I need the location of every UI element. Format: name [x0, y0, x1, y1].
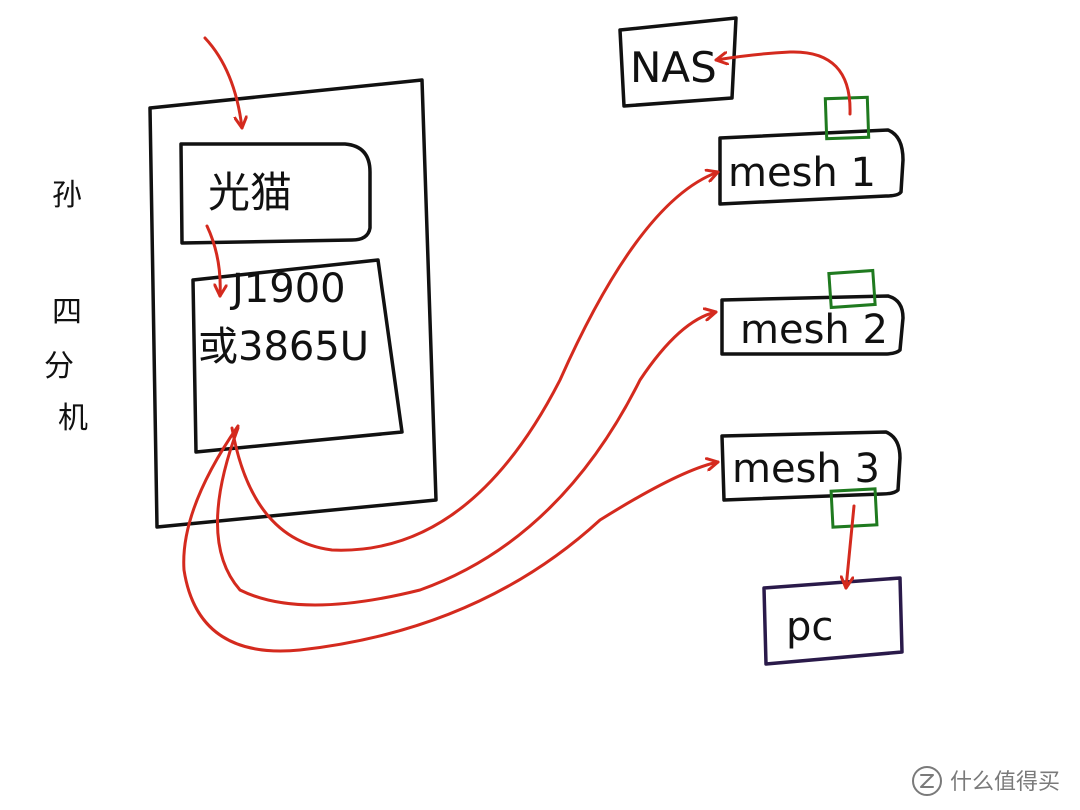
connection-arrows	[182, 36, 856, 653]
mesh2-port	[827, 268, 877, 310]
mesh1-box	[718, 128, 905, 206]
router-label-line1: J1900	[229, 266, 346, 312]
zhi-logo-icon	[912, 766, 942, 796]
router-box	[191, 258, 404, 454]
pc-box	[762, 576, 904, 666]
arrow-modem-to-router	[205, 224, 220, 298]
pc-label: pc	[786, 604, 833, 650]
mesh1-port	[823, 95, 871, 141]
mesh3-box	[720, 430, 902, 502]
mesh2-label: mesh 2	[740, 307, 888, 353]
mesh3-port	[829, 487, 879, 529]
side-char-1: 孙	[52, 178, 82, 213]
nas-label: NAS	[630, 43, 717, 92]
nas-box	[618, 16, 738, 108]
arrow-router-to-mesh1	[230, 172, 720, 552]
arrow-isp-to-modem	[203, 36, 242, 130]
watermark-text: 什么值得买	[950, 770, 1060, 795]
arrow-router-to-mesh2	[216, 312, 718, 607]
mesh2-box	[720, 294, 905, 356]
side-text: 孙 四 分 机	[44, 178, 88, 436]
arrow-mesh3-to-pc	[846, 504, 856, 590]
arrow-mesh1-to-nas	[714, 50, 852, 116]
cabinet-box	[148, 78, 438, 529]
side-char-4: 机	[58, 401, 88, 436]
arrow-router-to-mesh3	[182, 424, 720, 653]
router-label-line2: 或3865U	[198, 324, 369, 370]
modem-box	[179, 142, 372, 245]
side-char-3: 分	[44, 349, 74, 384]
mesh1-label: mesh 1	[728, 150, 876, 196]
watermark: 什么值得买	[912, 766, 1060, 796]
modem-label: 光猫	[208, 168, 292, 217]
mesh3-label: mesh 3	[732, 446, 880, 492]
side-char-2: 四	[52, 295, 82, 330]
